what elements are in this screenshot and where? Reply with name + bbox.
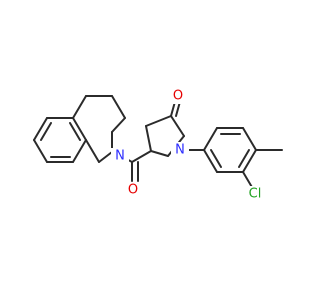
structure-canvas: O O N N Cl: [33, 88, 283, 202]
aryl-ring: [203, 127, 283, 195]
chemical-structure-diagram: O O N N Cl: [33, 88, 283, 202]
chlorine-label: Cl: [249, 187, 262, 202]
atom-labels: O O N N Cl: [111, 88, 270, 202]
pyrrolidinone-nitrogen-label: N: [175, 143, 185, 158]
benzo-ring: [33, 117, 87, 163]
amide-oxygen-label: O: [128, 183, 138, 198]
isoquinoline-nitrogen-label: N: [115, 149, 125, 164]
ring-carbonyl-oxygen-label: O: [173, 89, 183, 104]
